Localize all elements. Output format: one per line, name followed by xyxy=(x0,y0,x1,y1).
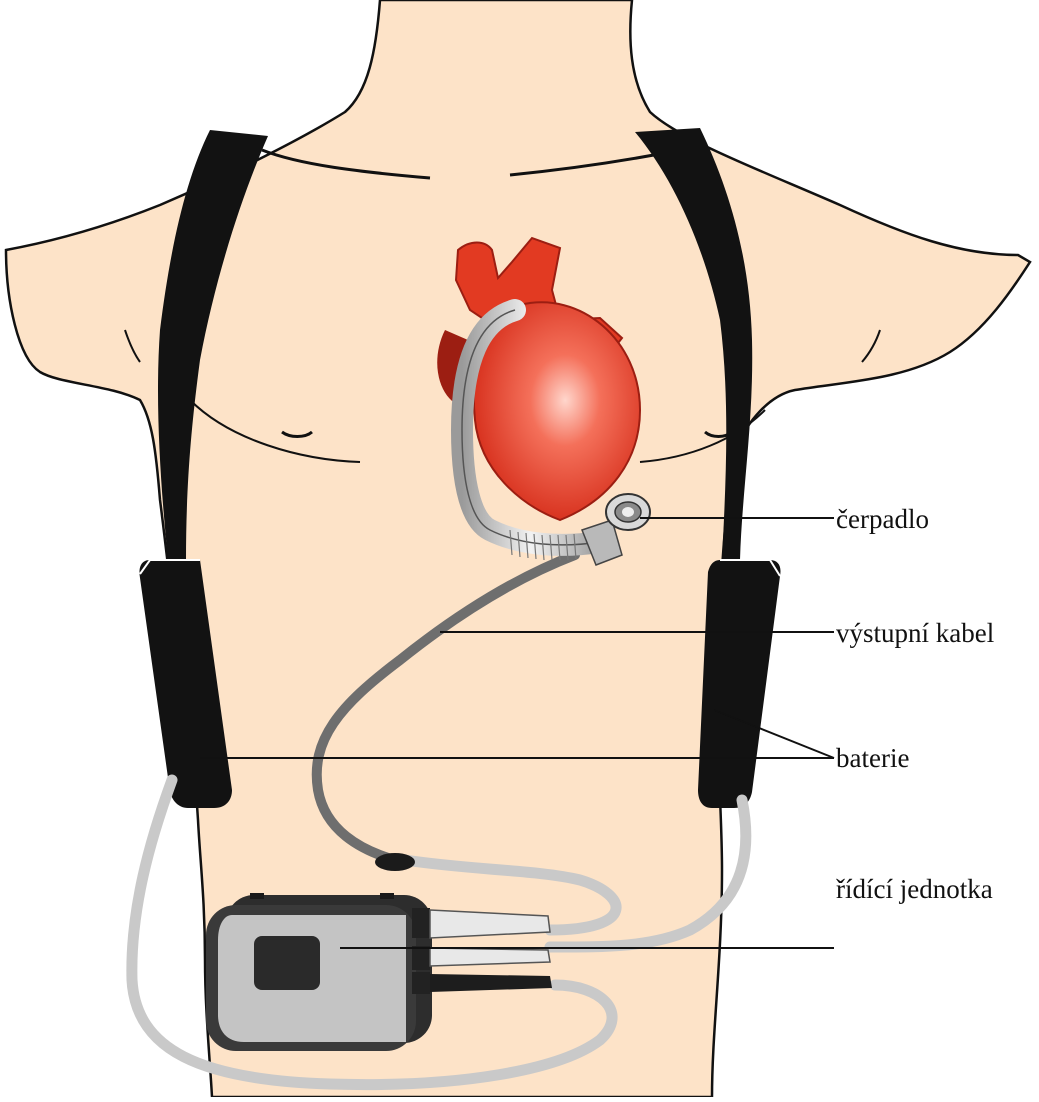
label-batteries: baterie xyxy=(836,745,909,772)
label-controller: řídící jednotka xyxy=(836,876,993,903)
battery-right xyxy=(698,560,781,808)
label-driveline: výstupní kabel xyxy=(836,620,994,647)
driveline-connector xyxy=(375,853,415,871)
label-pump: čerpadlo xyxy=(836,506,929,533)
